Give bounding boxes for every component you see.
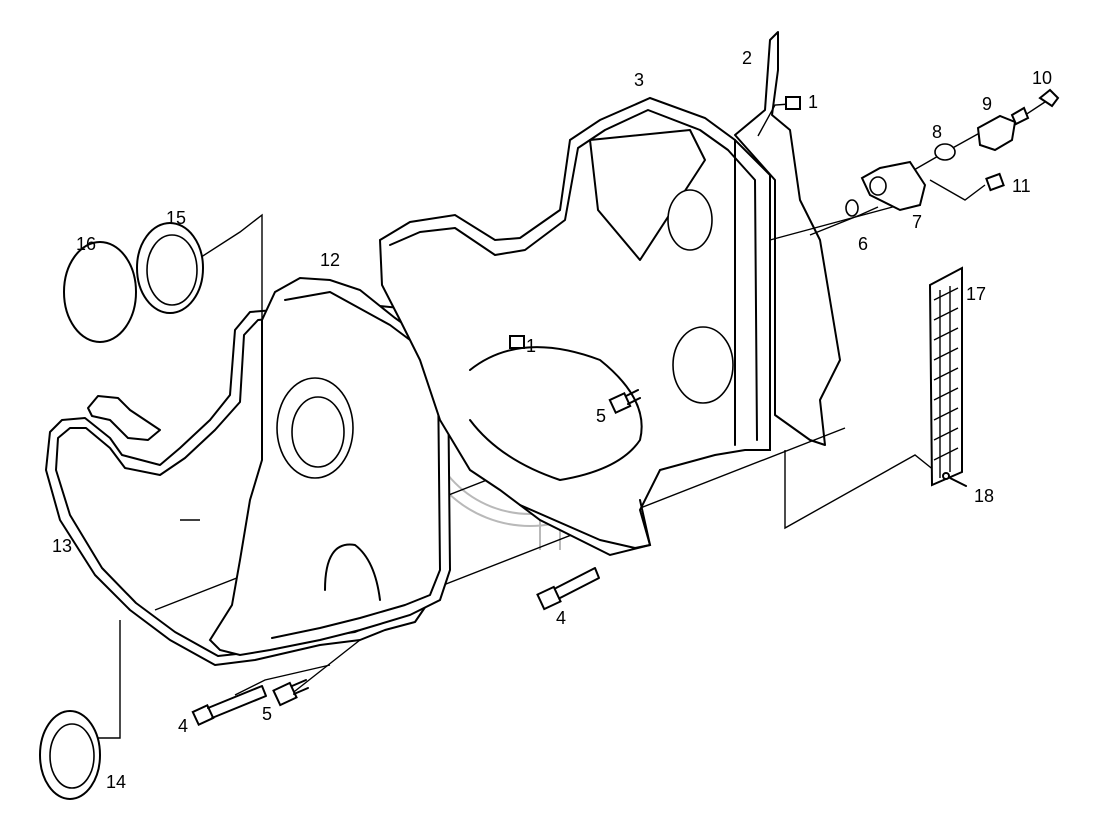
label-part-15: 15 — [166, 208, 186, 228]
label-plate-17 — [928, 266, 963, 487]
label-part-4-lower: 4 — [178, 716, 188, 736]
label-part-1-middle: 1 — [526, 336, 536, 356]
label-part-14: 14 — [106, 772, 126, 792]
label-part-5-lower: 5 — [262, 704, 272, 724]
label-part-16: 16 — [76, 234, 96, 254]
housing-7 — [860, 160, 927, 212]
label-part-3: 3 — [634, 70, 644, 90]
gear-housing-3 — [378, 96, 771, 557]
oring-6 — [845, 199, 859, 217]
nut-10 — [1038, 88, 1060, 108]
gasket-2 — [734, 31, 841, 446]
bolt-5-middle — [608, 389, 641, 415]
cover-16 — [63, 241, 137, 343]
bolt-11 — [985, 172, 1005, 192]
label-part-6: 6 — [858, 234, 868, 254]
oring-8 — [934, 143, 956, 161]
seal-14 — [39, 710, 101, 800]
plug-1-upper — [785, 96, 801, 110]
bolt-4-lower — [191, 685, 267, 727]
front-cover-12 — [208, 276, 452, 657]
label-part-17: 17 — [966, 284, 986, 304]
label-part-18: 18 — [974, 486, 994, 506]
label-part-9: 9 — [982, 94, 992, 114]
sensor-9 — [976, 106, 1030, 152]
seal-15 — [136, 222, 204, 314]
bolt-5-lower — [272, 679, 309, 707]
label-part-5-middle: 5 — [596, 406, 606, 426]
part-labels: 1 2 3 1 4 4 5 5 6 7 8 9 10 11 12 13 14 1… — [52, 48, 1052, 792]
label-part-1-upper: 1 — [808, 92, 818, 112]
label-part-7: 7 — [912, 212, 922, 232]
label-part-13: 13 — [52, 536, 72, 556]
label-part-2: 2 — [742, 48, 752, 68]
plug-1-middle — [509, 335, 525, 349]
bolt-4-middle — [536, 567, 600, 611]
label-part-12: 12 — [320, 250, 340, 270]
label-part-11: 11 — [1012, 176, 1031, 196]
label-part-8: 8 — [932, 122, 942, 142]
rivet-18 — [942, 472, 967, 487]
label-part-10: 10 — [1032, 68, 1052, 88]
label-part-4-middle: 4 — [556, 608, 566, 628]
